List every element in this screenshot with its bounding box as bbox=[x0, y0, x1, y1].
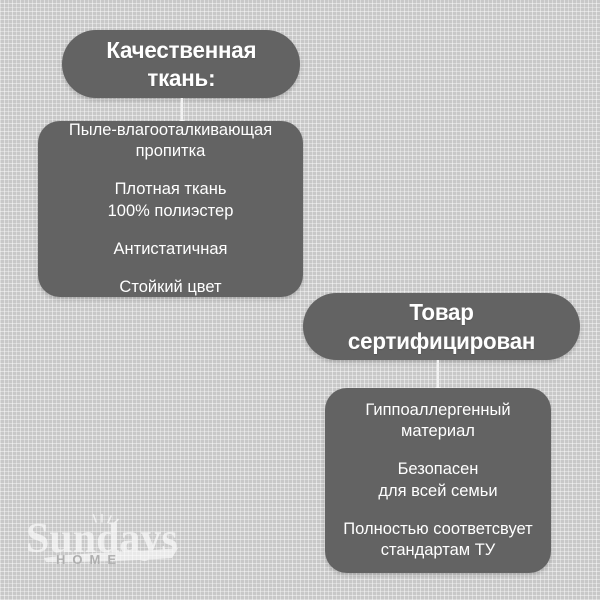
svg-text:HOME: HOME bbox=[56, 552, 123, 567]
feature-item: Антистатичная bbox=[113, 239, 228, 258]
brand-logo: Sundays HOME bbox=[22, 512, 202, 574]
feature-item: Стойкий цвет bbox=[119, 277, 222, 296]
connector-stem bbox=[181, 98, 183, 126]
connector-stem bbox=[437, 360, 439, 393]
svg-text:Sundays: Sundays bbox=[26, 516, 178, 562]
